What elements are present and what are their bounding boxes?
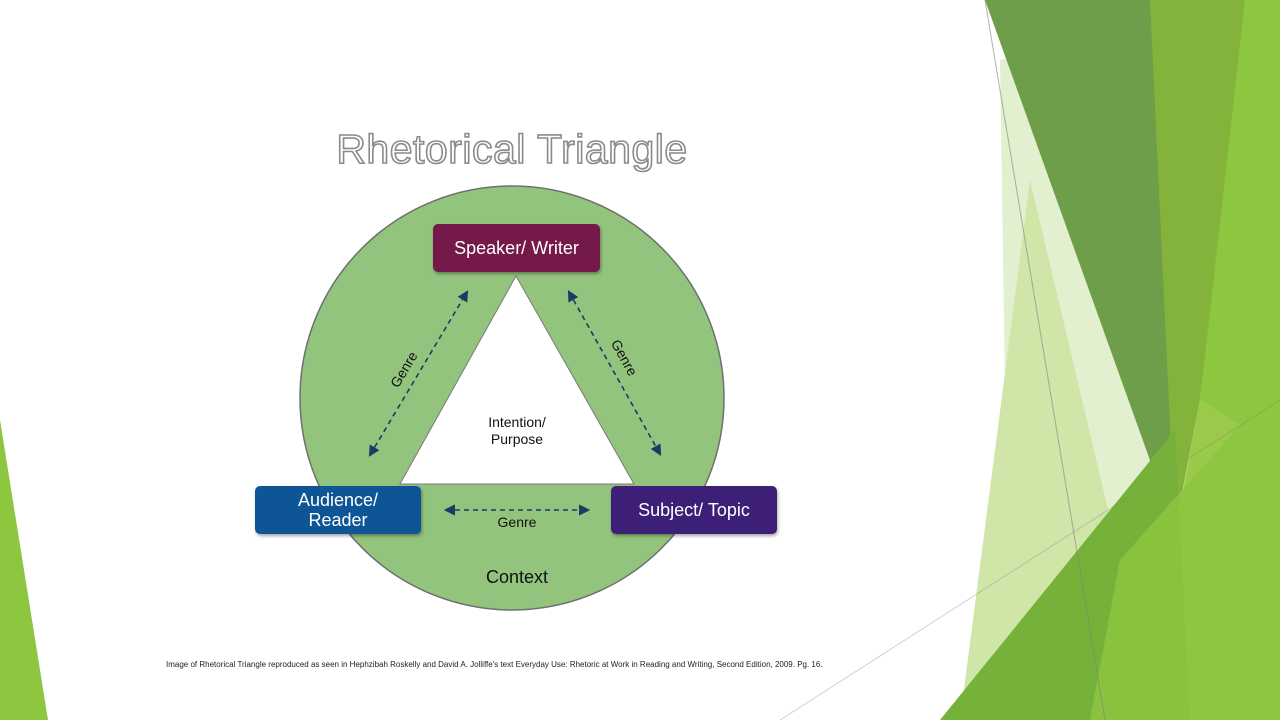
subject-topic-label: Subject/ Topic [638, 500, 750, 520]
facet-dark-1 [985, 0, 1175, 530]
context-label: Context [486, 567, 548, 587]
arrow-right [567, 290, 662, 456]
diagram-title: Rhetorical Triangle [336, 125, 688, 173]
center-label-line2: Purpose [491, 431, 543, 447]
arrow-left [368, 290, 469, 457]
facet-bright-1 [1200, 0, 1280, 450]
audience-reader-box: Audience/ Reader [255, 486, 421, 534]
facet-line-2 [779, 399, 1280, 720]
audience-reader-label: Audience/ Reader [298, 490, 378, 530]
facet-line-1 [984, 0, 1106, 720]
facet-left-edge [0, 420, 48, 720]
subject-topic-box: Subject/ Topic [611, 486, 777, 534]
image-citation: Image of Rhetorical Triangle reproduced … [166, 660, 823, 669]
audience-label-line2: Reader [308, 510, 368, 530]
facet-bright-2 [1090, 380, 1280, 720]
facet-mid-1 [1150, 0, 1250, 530]
audience-label-line1: Audience/ [297, 490, 379, 510]
genre-label-bottom: Genre [498, 514, 537, 530]
center-label-line1: Intention/ [488, 414, 546, 430]
speaker-writer-box: Speaker/ Writer [433, 224, 600, 272]
speaker-writer-label: Speaker/ Writer [454, 238, 579, 258]
